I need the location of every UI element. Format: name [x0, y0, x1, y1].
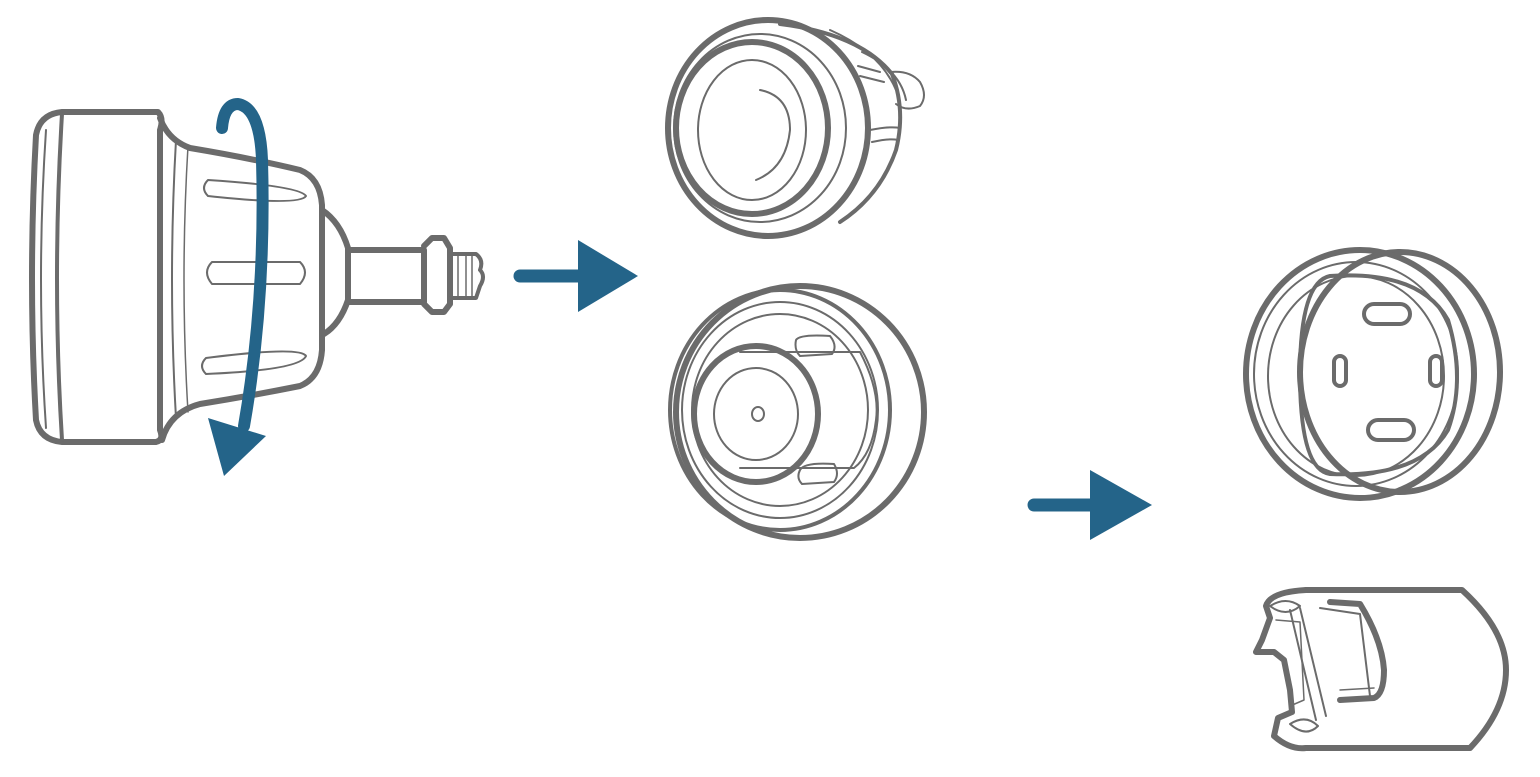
body-ring-2	[668, 288, 892, 532]
flute-top	[203, 179, 307, 202]
device-stem-thread-lines	[457, 253, 473, 299]
device-cap-edge	[55, 112, 64, 442]
cartridge-slot-top	[1362, 302, 1412, 326]
body-port-inner	[713, 367, 799, 461]
cap-outer-ring	[665, 17, 871, 239]
cartridge-face	[1298, 273, 1459, 477]
body-outer-ring	[673, 283, 927, 541]
housing-notched-edge	[1253, 587, 1309, 752]
device-body	[157, 115, 325, 443]
cartridge-ring-3	[1267, 275, 1445, 477]
housing-inner-rim	[1327, 599, 1387, 703]
device-stem-thread	[448, 252, 485, 300]
cartridge-slot-left	[1332, 354, 1348, 388]
body-port-outer	[691, 343, 821, 485]
cap-back-line	[829, 29, 907, 101]
rotate-arrow-head	[208, 418, 266, 476]
body-port-hole	[751, 406, 765, 422]
assembled-device	[29, 109, 485, 445]
housing-crossbar	[1289, 607, 1371, 721]
device-body-inner-2	[183, 145, 189, 413]
cartridge-slot-bottom	[1366, 418, 1416, 442]
separated-cap	[665, 17, 925, 239]
cap-ribs	[857, 65, 901, 143]
device-cap-rim	[40, 129, 47, 429]
separated-body	[668, 283, 927, 541]
device-cap	[29, 109, 165, 445]
right-arrow-icon-1	[513, 240, 638, 312]
device-stem	[345, 247, 427, 305]
housing-lugs	[1269, 600, 1319, 733]
right-arrow-icon-2	[1027, 470, 1152, 540]
cap-inner-detail	[755, 89, 791, 181]
device-stem-nut	[421, 235, 453, 315]
cartridge-slot-right	[1428, 354, 1444, 388]
outer-housing	[1253, 587, 1509, 752]
housing-inner-detail	[1275, 619, 1375, 707]
cap-nozzle	[889, 70, 925, 110]
flute-bottom	[201, 350, 307, 375]
device-neck	[319, 207, 351, 337]
inner-cartridge	[1243, 247, 1503, 501]
device-body-inner	[171, 139, 177, 419]
body-tabs	[794, 334, 838, 485]
cap-ring-3	[673, 39, 831, 217]
body-ring-3	[681, 301, 879, 519]
cap-inner	[697, 59, 807, 201]
cartridge-front-ring	[1243, 247, 1477, 501]
cartridge-back-ring	[1297, 249, 1503, 495]
flute-mid	[206, 261, 306, 285]
rotate-ccw-arrow-icon	[208, 98, 269, 476]
rotate-arrow-stroke	[216, 98, 269, 432]
cap-back-shell	[778, 22, 903, 224]
body-insert	[739, 351, 878, 469]
housing-shell	[1303, 587, 1509, 751]
